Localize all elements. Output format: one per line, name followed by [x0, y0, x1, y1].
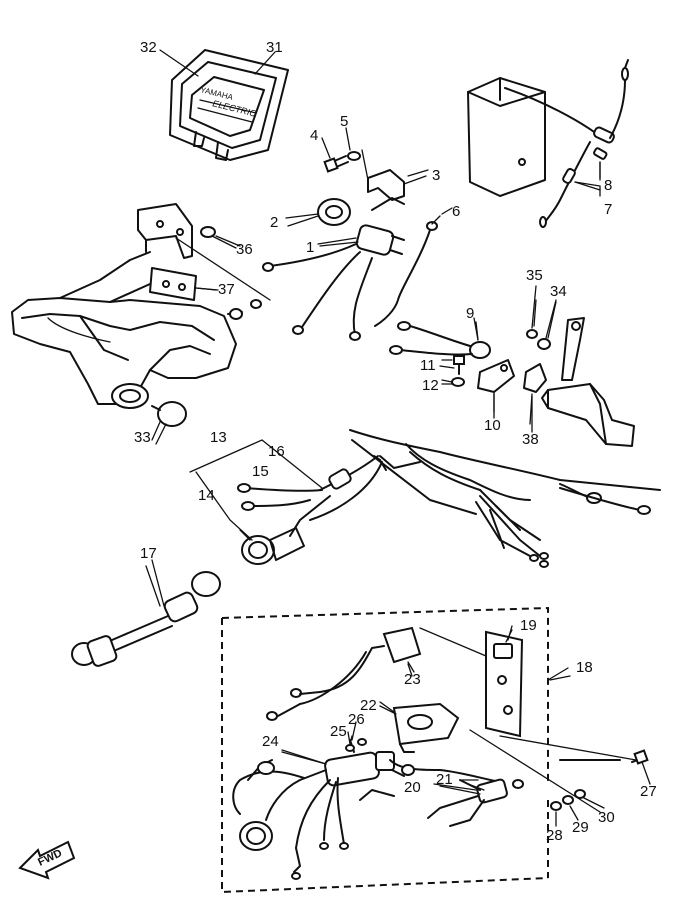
- callout-16: 16: [268, 443, 285, 460]
- battery-cable-6: [374, 207, 453, 327]
- callout-36: 36: [236, 241, 253, 258]
- bracket-22: [379, 701, 460, 753]
- callout-labels: 1 2 3 4 5 6 7 8 9 10 11 12 13 14 15 16 1…: [134, 39, 657, 844]
- grommet-33: [151, 401, 187, 441]
- callout-17: 17: [140, 545, 157, 562]
- callout-13: 13: [210, 429, 227, 446]
- callout-11: 11: [420, 357, 436, 374]
- callout-28: 28: [546, 827, 563, 844]
- bolt-washer-4-5: [321, 127, 361, 173]
- callout-30: 30: [598, 809, 615, 826]
- fasteners-27-30: [469, 729, 649, 813]
- callout-20: 20: [404, 779, 421, 796]
- callout-12: 12: [422, 377, 439, 394]
- callout-5: 5: [340, 113, 348, 130]
- callout-7: 7: [604, 201, 612, 218]
- remote-panel-box: [221, 606, 549, 894]
- callout-2: 2: [270, 214, 278, 231]
- decal-text: ELECTRIC: [212, 98, 258, 119]
- starter-relay-1-2: [262, 198, 405, 341]
- callout-8: 8: [604, 177, 612, 194]
- callout-25: 25: [330, 723, 347, 740]
- electric-cover-part: YAMAHA ELECTRIC: [159, 49, 289, 161]
- callout-15: 15: [252, 463, 269, 480]
- electrical-box-7-8: [467, 59, 629, 228]
- callout-26: 26: [348, 711, 365, 728]
- callout-6: 6: [452, 203, 460, 220]
- callout-22: 22: [360, 697, 377, 714]
- callout-9: 9: [466, 305, 474, 322]
- callout-29: 29: [572, 819, 589, 836]
- switch-23: [266, 626, 487, 721]
- callout-14: 14: [198, 487, 215, 504]
- callout-35: 35: [526, 267, 543, 284]
- main-harness-13-16: [189, 429, 661, 568]
- lever-assembly-34-35-38: [523, 299, 635, 447]
- callout-19: 19: [520, 617, 537, 634]
- neutral-switch-9-12: [389, 321, 515, 413]
- callout-32: 32: [140, 39, 157, 56]
- main-switch-24: [232, 751, 501, 880]
- panel-plate-19: [485, 625, 571, 738]
- callout-31: 31: [266, 39, 283, 56]
- bottom-cowling: [11, 251, 237, 409]
- extension-harness-17: [71, 565, 221, 667]
- callout-37: 37: [218, 281, 235, 298]
- callout-24: 24: [262, 733, 279, 750]
- callout-10: 10: [484, 417, 501, 434]
- callout-3: 3: [432, 167, 440, 184]
- callout-1: 1: [306, 239, 314, 256]
- leader-lines: [151, 161, 651, 827]
- callout-21: 21: [436, 771, 453, 788]
- bracket-3: [361, 149, 429, 211]
- callout-27: 27: [640, 783, 657, 800]
- callout-18: 18: [576, 659, 593, 676]
- callout-38: 38: [522, 431, 539, 448]
- callout-4: 4: [310, 127, 318, 144]
- callout-34: 34: [550, 283, 567, 300]
- forward-direction-arrow: FWD: [18, 840, 76, 880]
- callout-23: 23: [404, 671, 421, 688]
- callout-33: 33: [134, 429, 151, 446]
